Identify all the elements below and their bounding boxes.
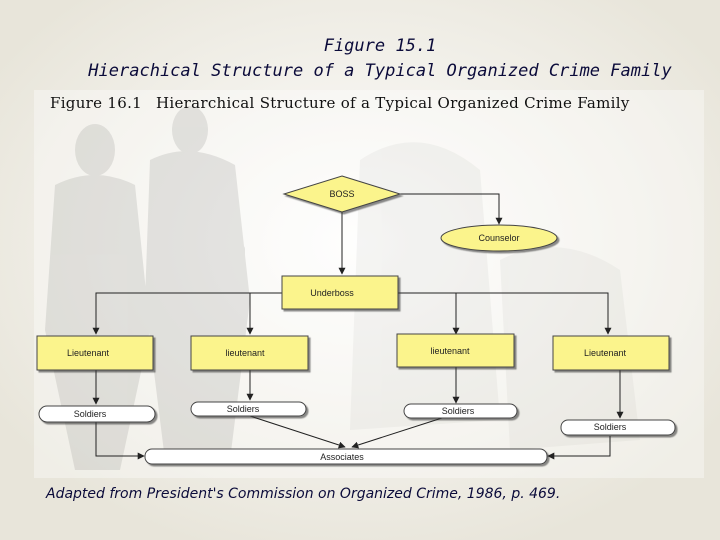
connector-underboss-lieutenant-4 bbox=[398, 292, 612, 335]
node-counselor-label: Counselor bbox=[478, 233, 519, 243]
figure-heading-text: Hierarchical Structure of a Typical Orga… bbox=[155, 94, 630, 112]
connectors bbox=[92, 193, 624, 460]
node-lieutenant-2: lieutenant bbox=[190, 335, 309, 371]
connector-soldiers-associates-1 bbox=[95, 422, 145, 460]
node-lieutenant-4: Lieutenant bbox=[552, 335, 670, 371]
node-soldiers-4: Soldiers bbox=[560, 419, 676, 436]
connector-soldiers-associates-4 bbox=[547, 436, 611, 460]
connector-boss-counselor bbox=[400, 193, 503, 225]
slide-title: Figure 15.1 Hierachical Structure of a T… bbox=[0, 34, 720, 84]
node-soldiers-3-label: Soldiers bbox=[442, 406, 475, 416]
connector-underboss-lieutenant-1 bbox=[92, 292, 282, 335]
node-lieutenant-1-label: Lieutenant bbox=[67, 348, 110, 358]
node-associates-label: Associates bbox=[320, 452, 364, 462]
node-boss: BOSS bbox=[282, 175, 402, 213]
slide-title-line-2: Hierachical Structure of a Typical Organ… bbox=[88, 61, 672, 81]
node-lieutenant-3-label: lieutenant bbox=[430, 346, 470, 356]
node-soldiers-1: Soldiers bbox=[38, 405, 156, 423]
node-soldiers-2-label: Soldiers bbox=[227, 404, 260, 414]
node-soldiers-3: Soldiers bbox=[403, 403, 518, 419]
figure-heading: Figure 16.1 Hierarchical Structure of a T… bbox=[50, 94, 630, 112]
node-lieutenant-2-label: lieutenant bbox=[225, 348, 265, 358]
background-people bbox=[45, 106, 250, 470]
connector-underboss-lieutenant-2 bbox=[246, 292, 282, 335]
node-boss-label: BOSS bbox=[329, 189, 354, 199]
slide-caption: Adapted from President's Commission on O… bbox=[46, 486, 561, 502]
figure-number: Figure 16.1 bbox=[50, 94, 142, 112]
node-underboss: Underboss bbox=[281, 275, 399, 310]
node-soldiers-4-label: Soldiers bbox=[594, 422, 627, 432]
node-lieutenant-4-label: Lieutenant bbox=[584, 348, 627, 358]
node-lieutenant-1: Lieutenant bbox=[36, 335, 154, 371]
slide-title-line-1: Figure 15.1 bbox=[323, 36, 437, 56]
node-underboss-label: Underboss bbox=[310, 288, 354, 298]
node-counselor: Counselor bbox=[440, 224, 558, 252]
connector-soldiers-associates-2 bbox=[249, 415, 346, 449]
connector-soldiers-associates-3 bbox=[351, 417, 443, 449]
node-associates: Associates bbox=[144, 448, 548, 465]
node-lieutenant-3: lieutenant bbox=[396, 333, 515, 368]
node-soldiers-1-label: Soldiers bbox=[74, 409, 107, 419]
node-soldiers-2: Soldiers bbox=[190, 401, 307, 417]
connector-underboss-lieutenant-3 bbox=[398, 292, 460, 335]
